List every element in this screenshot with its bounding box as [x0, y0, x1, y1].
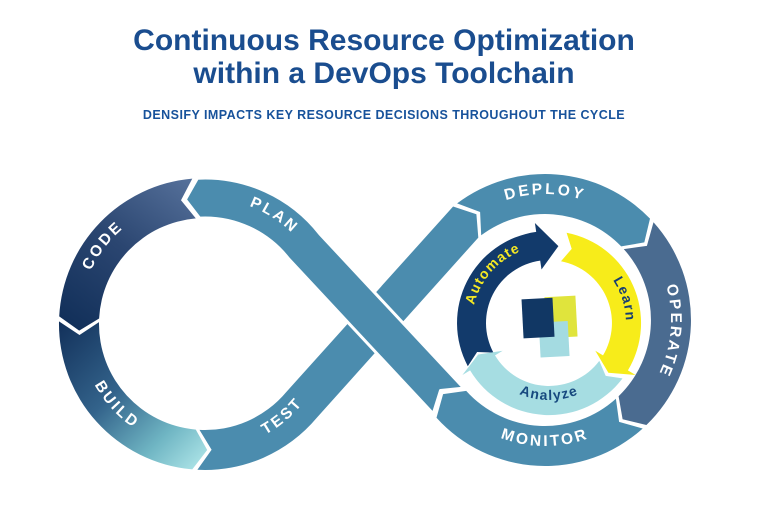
- code-band: [59, 178, 196, 331]
- automate-arrow: [457, 223, 559, 367]
- test-band: [197, 206, 479, 470]
- operate-band: [618, 222, 691, 425]
- analyze-arrow: [462, 350, 623, 416]
- deploy-band: [457, 174, 650, 247]
- header: Continuous Resource Optimization within …: [0, 24, 768, 122]
- build-band: [58, 321, 208, 470]
- deploy-label: DEPLOY: [502, 181, 587, 204]
- plan-band: [183, 176, 466, 416]
- page-title-line2: within a DevOps Toolchain: [193, 57, 575, 90]
- monitor-band: [436, 390, 643, 467]
- logo-square-navy: [521, 297, 555, 339]
- densify-logo: [521, 295, 578, 358]
- page-subtitle: DENSIFY IMPACTS KEY RESOURCE DECISIONS T…: [142, 108, 626, 122]
- analyze-label: Analyze: [518, 382, 580, 403]
- learn-arrow: [561, 232, 642, 375]
- page-title-line1: Continuous Resource Optimization: [133, 24, 635, 57]
